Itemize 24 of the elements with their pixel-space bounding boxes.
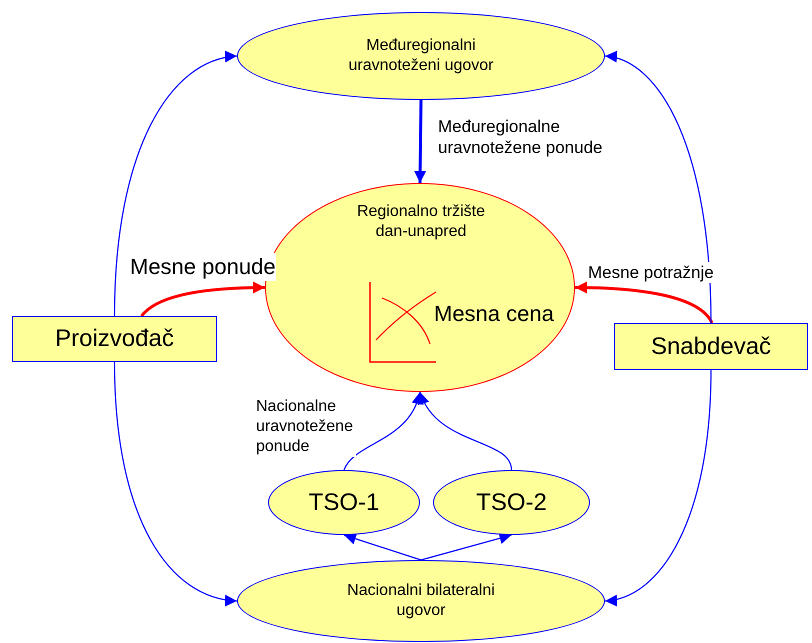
arrow bbox=[574, 282, 714, 324]
arrow bbox=[420, 532, 512, 561]
node-label: Međuregionalni uravnoteženi ugovor bbox=[348, 36, 494, 76]
node-label: Nacionalni bilateralni ugovor bbox=[346, 581, 496, 621]
node-label: Proizvođač bbox=[55, 324, 174, 354]
arrow bbox=[343, 392, 422, 470]
node-label: TSO-1 bbox=[308, 488, 380, 518]
arrow bbox=[414, 100, 426, 184]
edge-label: Mesne potražnje bbox=[588, 262, 714, 284]
node-label: TSO-2 bbox=[476, 488, 547, 518]
node-label: Snabdevač bbox=[650, 332, 772, 362]
node-label: Mesna cena bbox=[434, 300, 554, 328]
edge-label: Mesne ponude bbox=[130, 253, 276, 280]
arrow bbox=[114, 52, 238, 316]
edge-label: Nacionalne uravnotežene ponude bbox=[256, 397, 356, 457]
arrow bbox=[419, 392, 512, 470]
arrow bbox=[114, 362, 238, 606]
node-label: Regionalno tržište dan-unapred bbox=[356, 202, 486, 242]
process-box bbox=[614, 323, 808, 370]
arrow bbox=[344, 533, 422, 561]
process-box bbox=[12, 316, 217, 362]
arrow bbox=[140, 282, 266, 317]
arrow bbox=[604, 52, 712, 324]
arrow bbox=[604, 370, 712, 606]
